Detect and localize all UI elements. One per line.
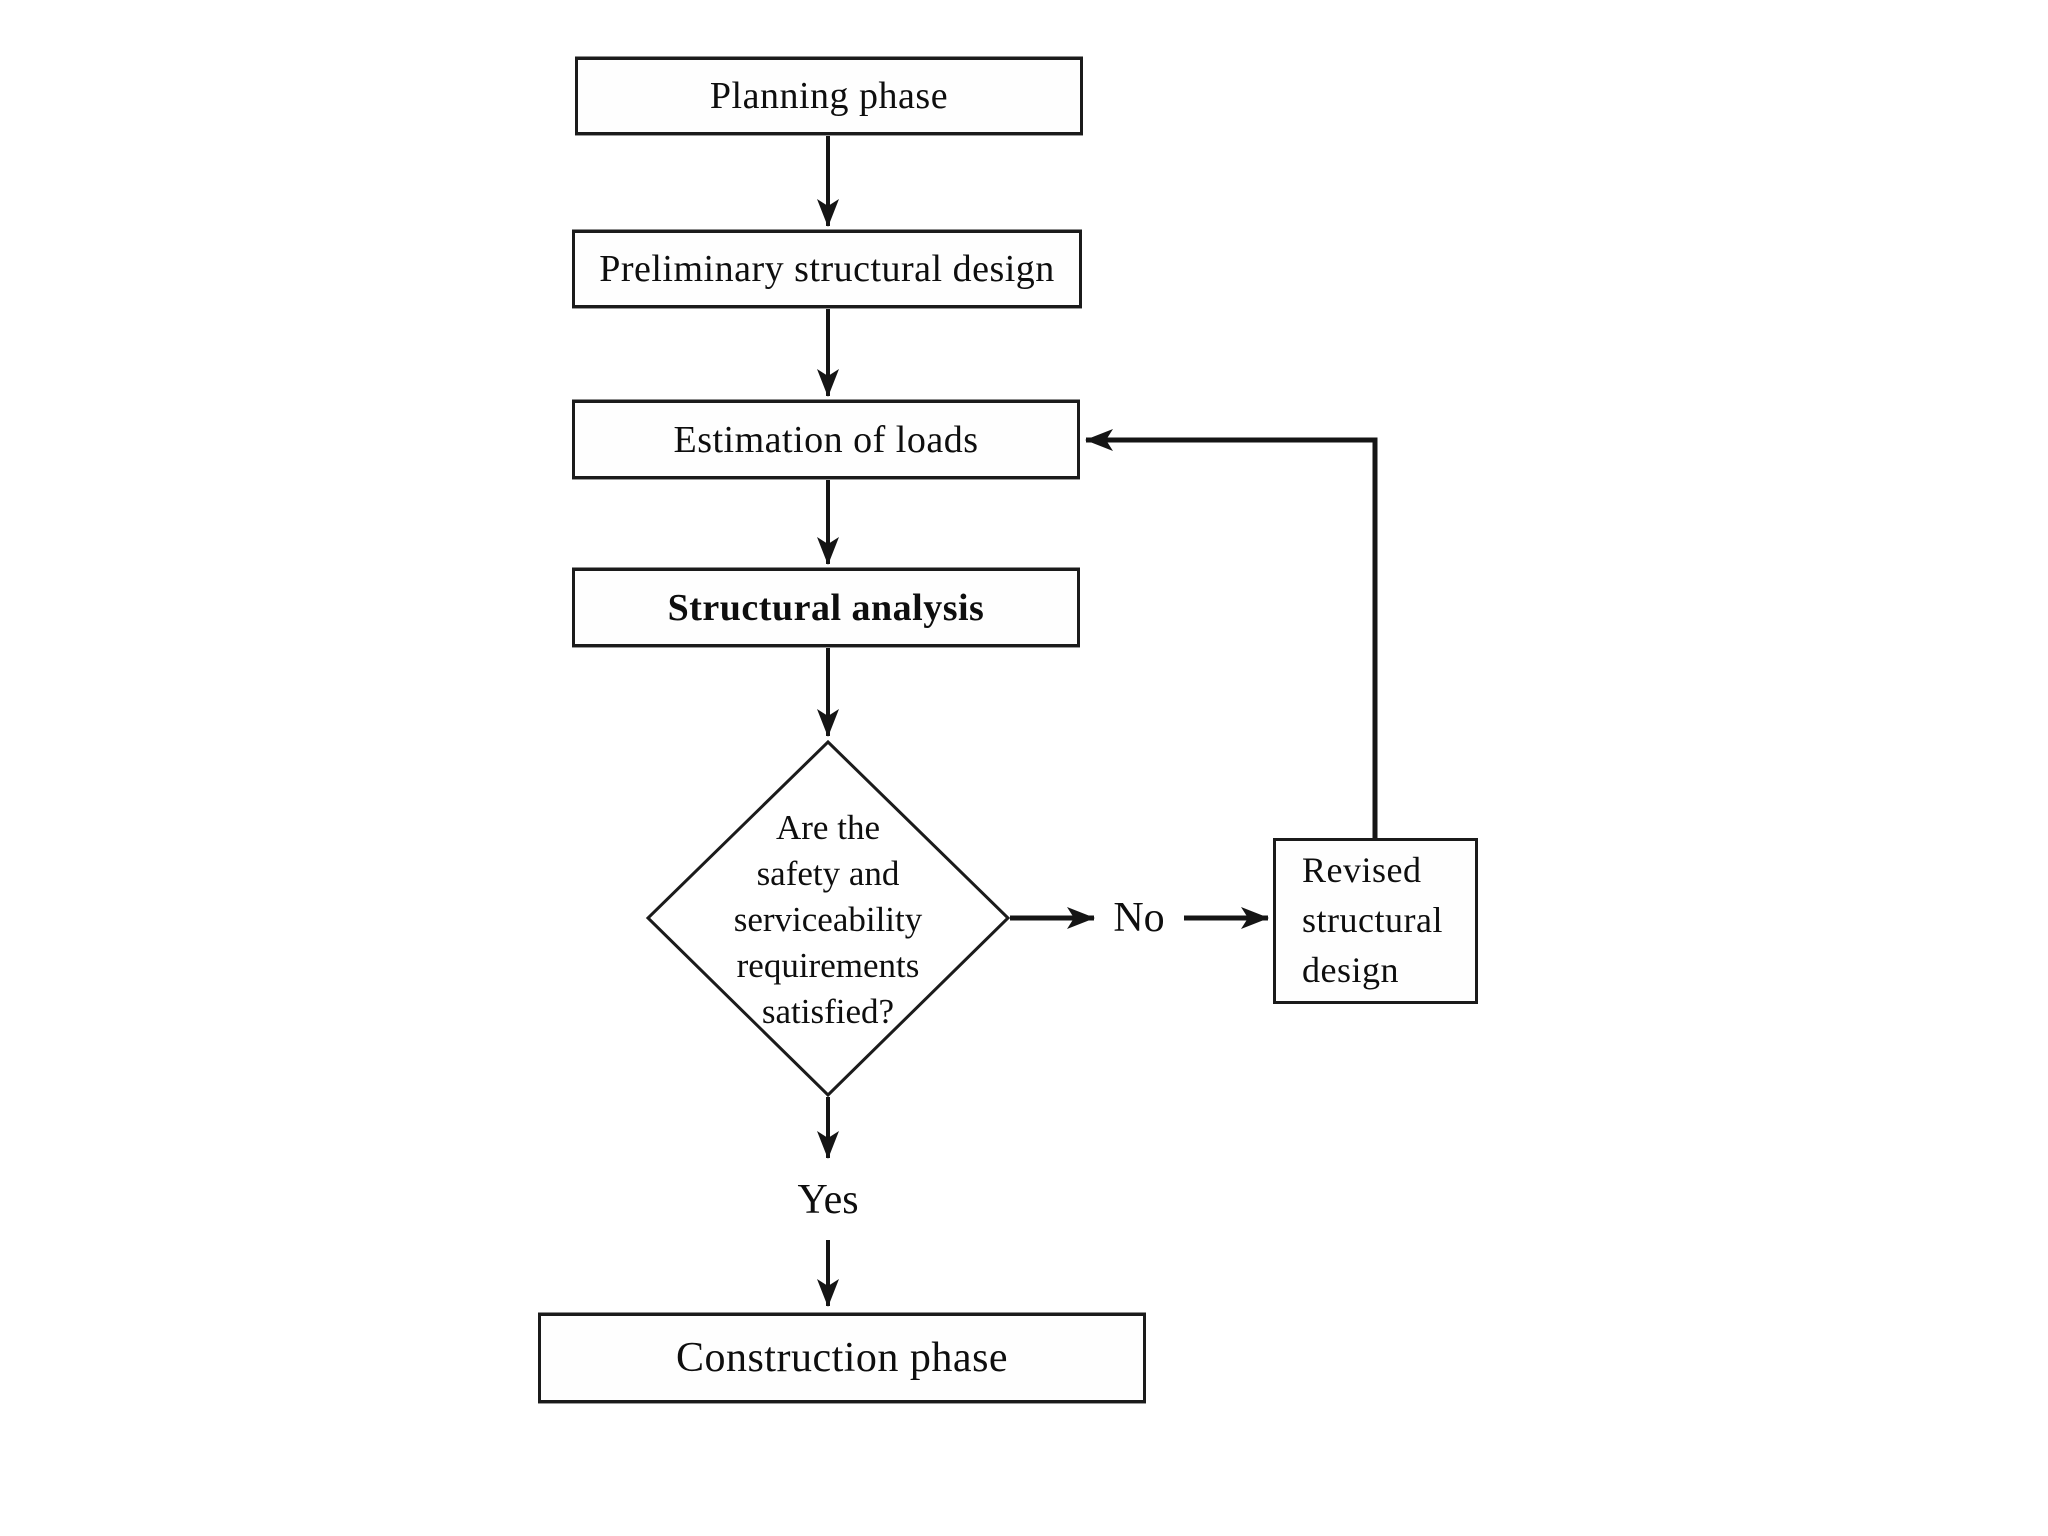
node-construction-phase-label: Construction phase [675, 1335, 1009, 1381]
node-planning-phase: Planning phase [575, 57, 1083, 135]
edge-label-no: No [1098, 890, 1180, 946]
node-preliminary-structural-design: Preliminary structural design [572, 230, 1082, 308]
node-construction-phase: Construction phase [538, 1313, 1146, 1403]
node-estimation-of-loads-label: Estimation of loads [673, 418, 979, 461]
node-structural-analysis: Structural analysis [572, 568, 1080, 647]
node-planning-phase-label: Planning phase [709, 75, 949, 117]
node-decision-text: Are the safety and serviceability requir… [733, 807, 923, 1032]
node-estimation-of-loads: Estimation of loads [572, 400, 1080, 479]
feedback-line-revised-to-estimation [1085, 429, 1378, 838]
edge-label-yes: Yes [785, 1172, 871, 1228]
node-preliminary-structural-design-label: Preliminary structural design [599, 248, 1055, 290]
node-revised-structural-design: Revised structural design [1273, 838, 1478, 1004]
node-structural-analysis-label: Structural analysis [667, 586, 985, 629]
decision-diamond-shape [645, 739, 1011, 1098]
